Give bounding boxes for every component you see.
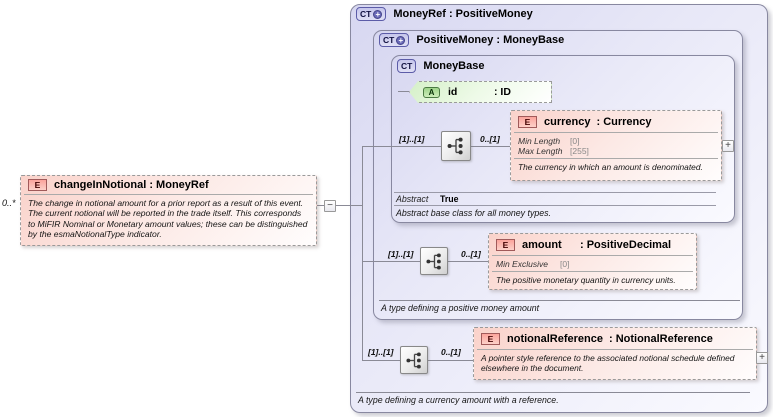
derived-plus-icon: + [373, 9, 383, 19]
moneybase-header[interactable]: CT MoneyBase [397, 59, 484, 73]
attribute-type: : ID [494, 86, 511, 98]
abstract-value: True [440, 194, 459, 204]
element-name: currency [544, 116, 591, 128]
amount-annotation: The positive monetary quantity in curren… [496, 275, 676, 285]
sequence-glyph [405, 351, 421, 369]
facet-value: [0] [560, 259, 570, 269]
element-title: changeInNotional : MoneyRef [54, 179, 209, 191]
separator [492, 271, 693, 272]
facet-value: [0] [570, 136, 580, 146]
connector-line [362, 360, 400, 361]
connector-line [362, 261, 420, 262]
connector-line [362, 146, 441, 147]
sequence-icon[interactable] [400, 346, 428, 374]
element-icon: E [518, 116, 537, 128]
changeinnotional-header: E changeInNotional : MoneyRef [21, 176, 316, 193]
derived-plus-icon: + [396, 35, 406, 45]
facet-name: Min Exclusive [496, 259, 548, 269]
separator [356, 392, 750, 393]
ct-badge-label: CT [360, 9, 372, 19]
collapse-button[interactable]: − [324, 200, 336, 212]
cardinality-label: 0..[1] [441, 347, 461, 357]
positivemoney-title: PositiveMoney : MoneyBase [416, 34, 565, 46]
separator [492, 255, 693, 256]
element-icon: E [28, 179, 47, 191]
moneybase-annotation: Abstract base class for all money types. [396, 208, 551, 218]
expand-button[interactable]: + [756, 352, 768, 364]
currency-header: E currency : Currency [511, 111, 721, 131]
abstract-label: Abstract [396, 194, 429, 204]
element-icon: E [496, 239, 515, 251]
connector-line [317, 205, 362, 206]
complextype-icon: CT [397, 59, 417, 73]
attribute-name: id [448, 86, 458, 98]
connector-line [471, 146, 510, 147]
connector-line [428, 360, 473, 361]
facet-row: Min Exclusive [0] [496, 259, 689, 269]
element-type: : Currency [596, 116, 652, 128]
sequence-icon[interactable] [420, 247, 448, 275]
separator [477, 349, 753, 350]
element-type: : NotionalReference [608, 333, 713, 345]
element-name: amount [522, 239, 562, 251]
attribute-icon: A [423, 86, 440, 98]
ct-badge-label: CT [401, 61, 413, 71]
connector-line [398, 91, 409, 92]
complextype-icon: CT+ [379, 33, 410, 47]
element-box-currency[interactable]: E currency : Currency Min Length [0] Max… [510, 110, 722, 181]
element-name: notionalReference [507, 333, 603, 345]
complextype-icon: CT+ [356, 7, 387, 21]
moneybase-title: MoneyBase [423, 60, 485, 72]
cardinality-label: 0..* [2, 198, 16, 208]
element-box-changeinnotional[interactable]: E changeInNotional : MoneyRef The change… [20, 175, 317, 246]
positivemoney-header[interactable]: CT+ PositiveMoney : MoneyBase [379, 33, 564, 47]
attribute-box-id[interactable]: A id : ID [409, 81, 552, 103]
connector-line [362, 146, 363, 361]
expand-button[interactable]: + [722, 140, 734, 152]
moneyref-header[interactable]: CT+ MoneyRef : PositiveMoney [356, 7, 533, 21]
cardinality-label: [1]..[1] [399, 134, 425, 144]
facet-row: Min Length [0] [518, 136, 714, 146]
element-type: : PositiveDecimal [580, 239, 672, 251]
element-icon: E [481, 333, 500, 345]
element-box-notionalreference[interactable]: E notionalReference : NotionalReference … [473, 327, 757, 380]
facet-row: Max Length [255] [518, 146, 714, 156]
cardinality-label: 0..[1] [461, 249, 481, 259]
notionalreference-annotation: A pointer style reference to the associa… [481, 353, 735, 374]
notionalreference-header: E notionalReference : NotionalReference [474, 328, 756, 348]
facet-value: [255] [570, 146, 589, 156]
changeinnotional-annotation: The change in notional amount for a prio… [28, 198, 308, 240]
facet-name: Min Length [518, 136, 561, 146]
element-box-amount[interactable]: E amount : PositiveDecimal Min Exclusive… [488, 233, 697, 290]
sequence-glyph [425, 252, 441, 270]
separator [514, 158, 718, 159]
sequence-glyph [447, 137, 463, 155]
separator [514, 132, 718, 133]
moneyref-title: MoneyRef : PositiveMoney [393, 8, 533, 20]
separator [394, 205, 716, 206]
cardinality-label: [1]..[1] [368, 347, 394, 357]
separator [24, 194, 313, 195]
cardinality-label: [1]..[1] [388, 249, 414, 259]
cardinality-label: 0..[1] [480, 134, 500, 144]
connector-line [448, 261, 488, 262]
moneyref-annotation: A type defining a currency amount with a… [358, 395, 559, 405]
sequence-icon[interactable] [441, 131, 471, 161]
separator [379, 300, 740, 301]
amount-header: E amount : PositiveDecimal [489, 234, 696, 254]
separator [394, 192, 716, 193]
facet-name: Max Length [518, 146, 563, 156]
currency-annotation: The currency in which an amount is denom… [518, 162, 703, 172]
ct-badge-label: CT [383, 35, 395, 45]
positivemoney-annotation: A type defining a positive money amount [381, 303, 540, 313]
